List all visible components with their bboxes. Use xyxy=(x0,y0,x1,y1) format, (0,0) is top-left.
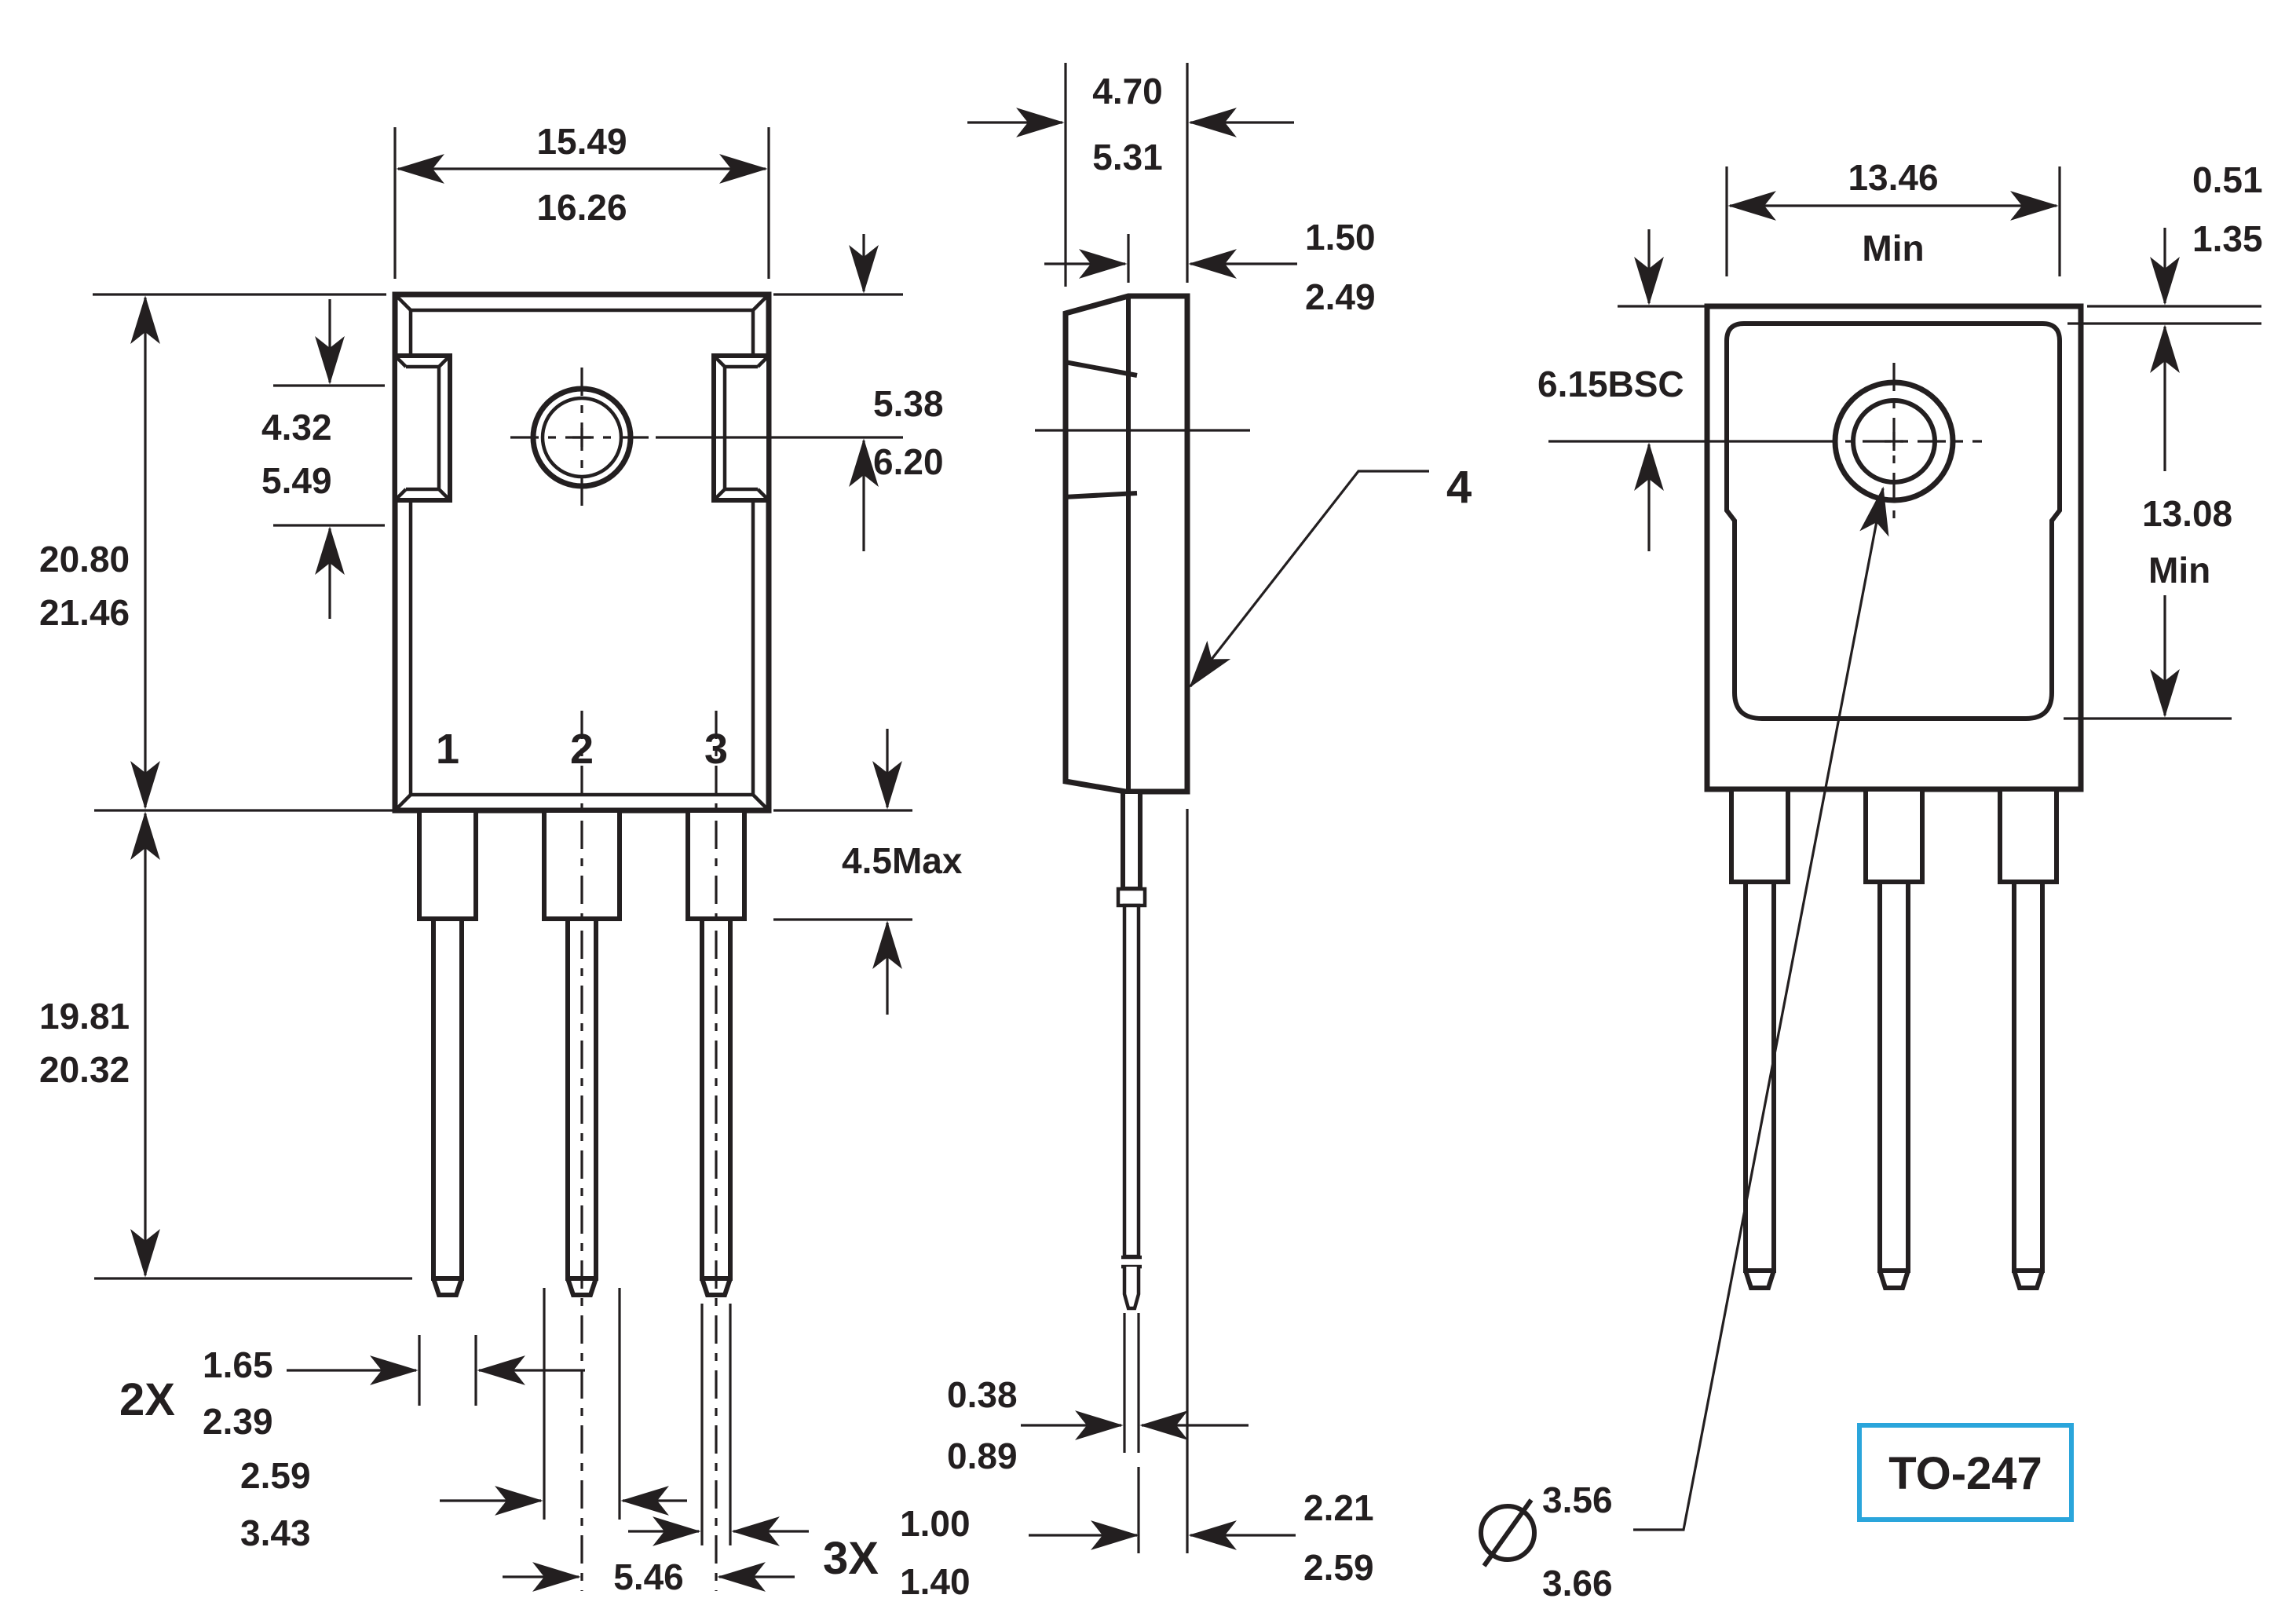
dim-label: 2.21 xyxy=(1303,1487,1374,1528)
dim-qualifier: Min xyxy=(1862,228,1924,269)
back-tab-outline xyxy=(1724,321,2062,721)
package-badge-label: TO-247 xyxy=(1888,1448,2042,1499)
dim-qty-label: 2X xyxy=(119,1374,175,1425)
dim-label: 1.50 xyxy=(1305,217,1376,258)
dim-front-notch: 4.32 5.49 xyxy=(261,299,385,619)
dim-front-heights: 20.80 21.46 19.81 20.32 xyxy=(39,293,412,1280)
dim-qualifier: Min xyxy=(2148,550,2210,591)
dim-label: 2.39 xyxy=(203,1401,273,1442)
pin1-lead xyxy=(431,916,464,1281)
dim-label: 6.15BSC xyxy=(1537,364,1684,404)
side-pin xyxy=(1116,789,1147,1311)
dim-label: 1.00 xyxy=(900,1503,971,1544)
dim-label: 20.80 xyxy=(39,539,130,580)
dim-front-lead-tip-width: 3X 1.00 1.40 xyxy=(628,1304,971,1602)
dim-label: 1.35 xyxy=(2192,218,2263,259)
dim-front-width: 15.49 16.26 xyxy=(393,121,770,279)
pin2-tip xyxy=(565,1278,598,1297)
dim-label: 13.08 xyxy=(2142,493,2232,534)
dim-qty-label: 3X xyxy=(823,1533,879,1584)
dim-label: 19.81 xyxy=(39,996,130,1037)
dim-label: 2.59 xyxy=(240,1455,311,1496)
dim-label: 4.70 xyxy=(1092,71,1163,112)
front-right-boss xyxy=(711,353,771,503)
back-mounting-hole xyxy=(1548,363,1982,525)
dim-label: 3.56 xyxy=(1542,1479,1613,1520)
diameter-icon xyxy=(1479,1498,1537,1567)
front-mounting-hole xyxy=(510,368,656,509)
dim-label: 1.40 xyxy=(900,1561,971,1602)
dim-side-thickness: 4.70 5.31 xyxy=(967,63,1294,287)
back-pins xyxy=(1729,787,2059,1290)
dim-front-center-lead-width: 2.59 3.43 xyxy=(240,1288,687,1553)
side-draft-lines xyxy=(1063,360,1138,499)
package-badge: TO-247 xyxy=(1857,1423,2074,1522)
dim-back-hole-diameter: 3.56 3.66 xyxy=(1479,486,1889,1602)
dim-front-shoulder: 4.5Max xyxy=(773,729,963,1015)
dim-label: 2.59 xyxy=(1303,1547,1374,1588)
dim-label: 3.43 xyxy=(240,1512,311,1553)
dim-front-outer-lead-width: 2X 1.65 2.39 xyxy=(119,1335,585,1442)
dim-side-lead-thickness: 0.38 0.89 xyxy=(947,1313,1249,1476)
side-view: 4.70 5.31 1.50 2.49 4 0.38 0.89 xyxy=(947,63,1472,1588)
dim-label: 3.66 xyxy=(1542,1563,1613,1602)
dim-label: 15.49 xyxy=(536,121,627,162)
dim-label: 6.20 xyxy=(873,441,944,482)
pin3-tip xyxy=(700,1278,733,1297)
front-pins xyxy=(417,711,747,1591)
side-tab-callout: 4 xyxy=(1189,462,1472,689)
dim-label: 4.5Max xyxy=(842,840,963,881)
pin1-shoulder xyxy=(417,808,478,921)
dim-back-tab-height: 13.08 Min xyxy=(2064,324,2232,720)
dim-label: 0.38 xyxy=(947,1374,1018,1415)
package-badge-box xyxy=(1857,1423,2074,1522)
dim-label: 0.51 xyxy=(2192,159,2263,200)
back-view: 13.46 Min 0.51 1.35 6.15BSC 13.08 Min xyxy=(1479,157,2263,1602)
pin2-label: 2 xyxy=(570,726,594,773)
dim-label: 21.46 xyxy=(39,592,130,633)
dim-label: 5.49 xyxy=(261,460,332,501)
dim-label: 13.46 xyxy=(1848,157,1938,198)
dim-side-step: 1.50 2.49 xyxy=(1044,217,1376,317)
pin3-label: 3 xyxy=(704,726,728,773)
dim-back-hole-center: 6.15BSC xyxy=(1537,229,1706,551)
dim-label: 1.65 xyxy=(203,1344,273,1385)
dim-front-lead-pitch: 5.46 xyxy=(503,1556,795,1597)
callout-label: 4 xyxy=(1446,462,1472,513)
dim-label: 4.32 xyxy=(261,407,332,448)
dim-back-tab-top-offset: 0.51 1.35 xyxy=(2067,159,2263,325)
dim-back-tab-width: 13.46 Min xyxy=(1725,157,2061,276)
dim-label: 5.31 xyxy=(1092,137,1163,177)
dim-label: 20.32 xyxy=(39,1049,130,1090)
front-body-bevel xyxy=(408,308,755,797)
dim-label: 5.38 xyxy=(873,383,944,424)
pin1-label: 1 xyxy=(436,726,459,773)
dim-label: 2.49 xyxy=(1305,276,1376,317)
front-left-boss xyxy=(393,353,452,503)
dim-label: 5.46 xyxy=(613,1556,684,1597)
dim-front-hole-offset: 5.38 6.20 xyxy=(656,234,944,551)
dim-label: 0.89 xyxy=(947,1436,1018,1476)
dim-side-lead-offset: 2.21 2.59 xyxy=(1029,1467,1374,1588)
front-body-corner-bevels xyxy=(393,293,770,812)
dim-label: 16.26 xyxy=(536,187,627,228)
pin1-tip xyxy=(431,1278,464,1297)
front-view: 1 2 3 15.49 16.26 20.80 21.46 19.81 20.3… xyxy=(39,121,971,1602)
